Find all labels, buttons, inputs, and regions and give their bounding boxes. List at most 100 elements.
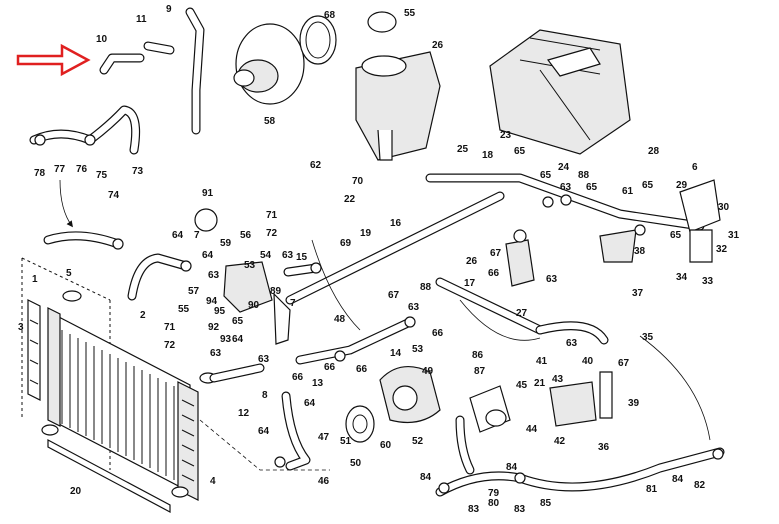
callout-51: 51 [340, 436, 352, 447]
radiator [21, 257, 217, 501]
callout-75: 75 [96, 170, 108, 181]
callout-22: 22 [344, 194, 356, 205]
callout-27: 27 [516, 308, 528, 319]
callout-26: 26 [432, 40, 444, 51]
callout-88a: 88 [578, 170, 590, 181]
callout-86: 86 [472, 350, 484, 361]
callout-37: 37 [632, 288, 644, 299]
callout-52: 52 [412, 436, 424, 447]
callout-63h: 63 [566, 338, 578, 349]
callout-81: 81 [646, 484, 658, 495]
callout-55: 55 [404, 8, 416, 19]
callout-71b: 71 [164, 322, 176, 333]
pointer-arrow [16, 43, 91, 77]
callout-55b: 55 [178, 304, 190, 315]
callout-20: 20 [70, 486, 82, 497]
callout-85: 85 [540, 498, 552, 509]
callout-77: 77 [54, 164, 66, 175]
callout-36: 36 [598, 442, 610, 453]
callout-73: 73 [132, 166, 144, 177]
callout-16: 16 [390, 218, 402, 229]
callout-69: 69 [340, 238, 352, 249]
callout-64a: 64 [172, 230, 184, 241]
callout-39: 39 [628, 398, 640, 409]
callout-53b: 53 [412, 344, 424, 355]
callout-13: 13 [312, 378, 324, 389]
callout-31: 31 [728, 230, 740, 241]
callout-25: 25 [457, 144, 469, 155]
callout-94: 94 [206, 296, 218, 307]
callout-63b: 63 [282, 250, 294, 261]
callout-56: 56 [240, 230, 252, 241]
callout-90: 90 [248, 300, 260, 311]
callout-66a: 66 [292, 372, 304, 383]
callout-65a: 65 [514, 146, 526, 157]
callout-35: 35 [642, 332, 654, 343]
callout-62: 62 [310, 160, 322, 171]
callout-labels: 10 11 9 68 55 26 58 62 23 25 18 65 24 88… [18, 4, 740, 515]
callout-33: 33 [702, 276, 714, 287]
callout-63e: 63 [258, 354, 270, 365]
callout-65e: 65 [670, 230, 682, 241]
callout-67a: 67 [388, 290, 400, 301]
callout-30: 30 [718, 202, 730, 213]
callout-84a: 84 [420, 472, 432, 483]
callout-65b: 65 [540, 170, 552, 181]
callout-32: 32 [716, 244, 728, 255]
callout-41: 41 [536, 356, 548, 367]
hose-clamps [34, 134, 724, 494]
callout-70: 70 [352, 176, 364, 187]
callout-79: 79 [488, 488, 500, 499]
callout-71a: 71 [266, 210, 278, 221]
callout-24: 24 [558, 162, 570, 173]
callout-64d: 64 [258, 426, 270, 437]
callout-93: 93 [220, 334, 232, 345]
callout-5: 5 [66, 268, 72, 279]
radiator-core-fins [61, 330, 175, 480]
callout-6: 6 [692, 162, 698, 173]
callout-45: 45 [516, 380, 528, 391]
callout-76: 76 [76, 164, 88, 175]
callout-67b: 67 [490, 248, 502, 259]
callout-42: 42 [554, 436, 566, 447]
callout-53a: 53 [244, 260, 256, 271]
callout-82: 82 [694, 480, 706, 491]
oil-cooler-42 [549, 371, 613, 427]
callout-84c: 84 [672, 474, 684, 485]
bottom-seal-20 [47, 439, 171, 513]
callout-11: 11 [136, 14, 147, 25]
callout-10: 10 [96, 34, 108, 45]
coolant-reservoir-27 [505, 229, 535, 287]
callout-57: 57 [188, 286, 200, 297]
callout-38: 38 [634, 246, 646, 257]
callout-78: 78 [34, 168, 46, 179]
callout-26b: 26 [466, 256, 478, 267]
callout-8: 8 [262, 390, 268, 401]
callout-91: 91 [202, 188, 214, 199]
callout-63d: 63 [210, 348, 222, 359]
side-seal-3 [27, 299, 41, 401]
flow-curves [59, 179, 711, 471]
coolant-manifold-59 [223, 261, 291, 345]
heater-unit-23 [489, 29, 631, 155]
callout-28: 28 [648, 146, 660, 157]
callout-44: 44 [526, 424, 538, 435]
callout-83a: 83 [468, 504, 480, 515]
callout-12: 12 [238, 408, 250, 419]
callout-17: 17 [464, 278, 476, 289]
callout-64b: 64 [202, 250, 214, 261]
callout-43: 43 [552, 374, 564, 385]
callout-46: 46 [318, 476, 330, 487]
o-ring-91 [194, 208, 218, 232]
callout-87: 87 [474, 366, 486, 377]
callout-50: 50 [350, 458, 362, 469]
callout-64e: 64 [304, 398, 316, 409]
callout-63c: 63 [208, 270, 220, 281]
callout-15: 15 [296, 252, 308, 263]
callout-48: 48 [334, 314, 346, 325]
callout-7b: 7 [290, 298, 296, 309]
expansion-tank-26 [355, 11, 441, 161]
callout-63f: 63 [408, 302, 420, 313]
callout-65d: 65 [642, 180, 654, 191]
